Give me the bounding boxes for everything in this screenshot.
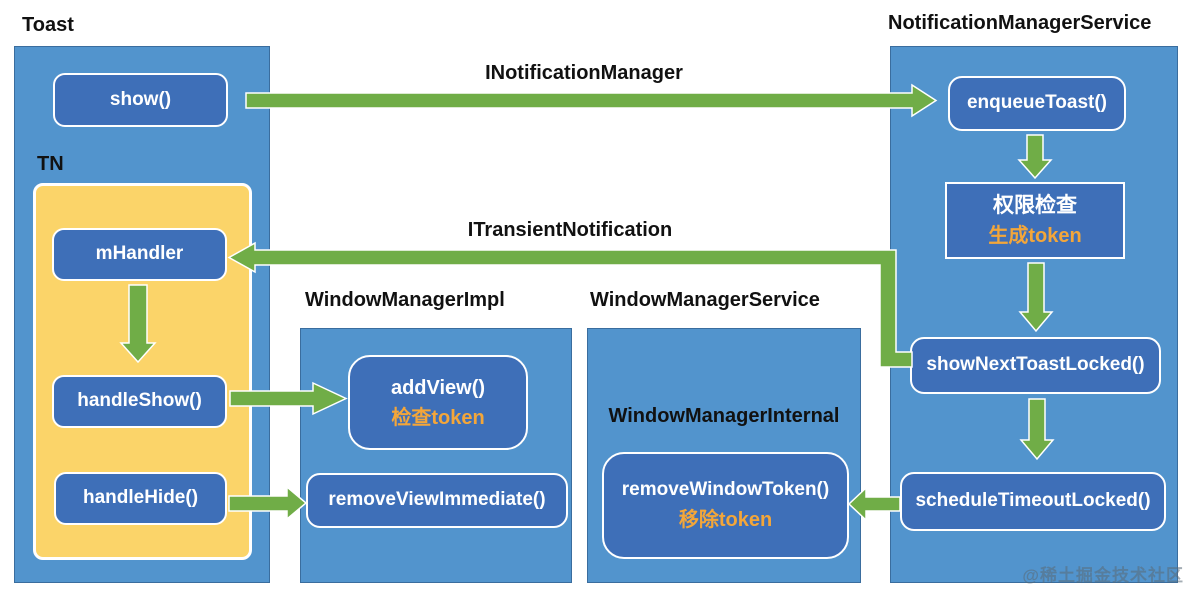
- removeviewimmediate-node-text: removeViewImmediate(): [328, 489, 546, 511]
- removewindowtoken-node-text: removeWindowToken(): [621, 479, 830, 501]
- shownexttoastlocked-node-text: showNextToastLocked(): [926, 354, 1145, 376]
- remove-token-note: 移除token: [678, 508, 773, 531]
- toast-label: Toast: [22, 14, 74, 36]
- handleshow-node: handleShow(): [52, 375, 227, 428]
- scheduletimeoutlocked-node-text: scheduleTimeoutLocked(): [915, 490, 1151, 512]
- handlehide-node: handleHide(): [54, 472, 227, 525]
- check-token-note: 检查token: [391, 406, 485, 429]
- enqueuetoast-node-text: enqueueToast(): [966, 92, 1108, 114]
- inotification-manager-arrow-label: INotificationManager: [485, 62, 683, 84]
- shownexttoastlocked-node: showNextToastLocked(): [910, 337, 1161, 394]
- arrow-show-to-enqueuetoast-icon: [245, 83, 938, 118]
- tn-label: TN: [37, 153, 64, 175]
- window-manager-internal-label: WindowManagerInternal: [608, 405, 840, 427]
- removeviewimmediate-node: removeViewImmediate(): [306, 473, 568, 528]
- itransient-notification-arrow-label: ITransientNotification: [467, 219, 673, 241]
- show-node-text: show(): [109, 88, 172, 110]
- handleshow-node-text: handleShow(): [77, 390, 202, 412]
- permission-check-text: 权限检查: [993, 193, 1077, 217]
- addview-node-text: addView(): [390, 376, 486, 399]
- watermark: @稀土掘金技术社区: [1022, 566, 1184, 585]
- show-node: show(): [53, 73, 228, 127]
- addview-node: addView() 检查token: [348, 355, 528, 450]
- generate-token-note: 生成token: [988, 225, 1082, 248]
- removewindowtoken-node: removeWindowToken() 移除token: [602, 452, 849, 559]
- mhandler-node-text: mHandler: [95, 243, 184, 265]
- scheduletimeoutlocked-node: scheduleTimeoutLocked(): [900, 472, 1166, 531]
- handlehide-node-text: handleHide(): [82, 487, 199, 509]
- window-manager-service-label: WindowManagerService: [590, 289, 820, 311]
- notification-manager-service-label: NotificationManagerService: [888, 12, 1152, 34]
- mhandler-node: mHandler: [52, 228, 227, 281]
- permission-check-node: 权限检查 生成token: [945, 182, 1125, 259]
- enqueuetoast-node: enqueueToast(): [948, 76, 1126, 131]
- window-manager-impl-label: WindowManagerImpl: [305, 289, 505, 311]
